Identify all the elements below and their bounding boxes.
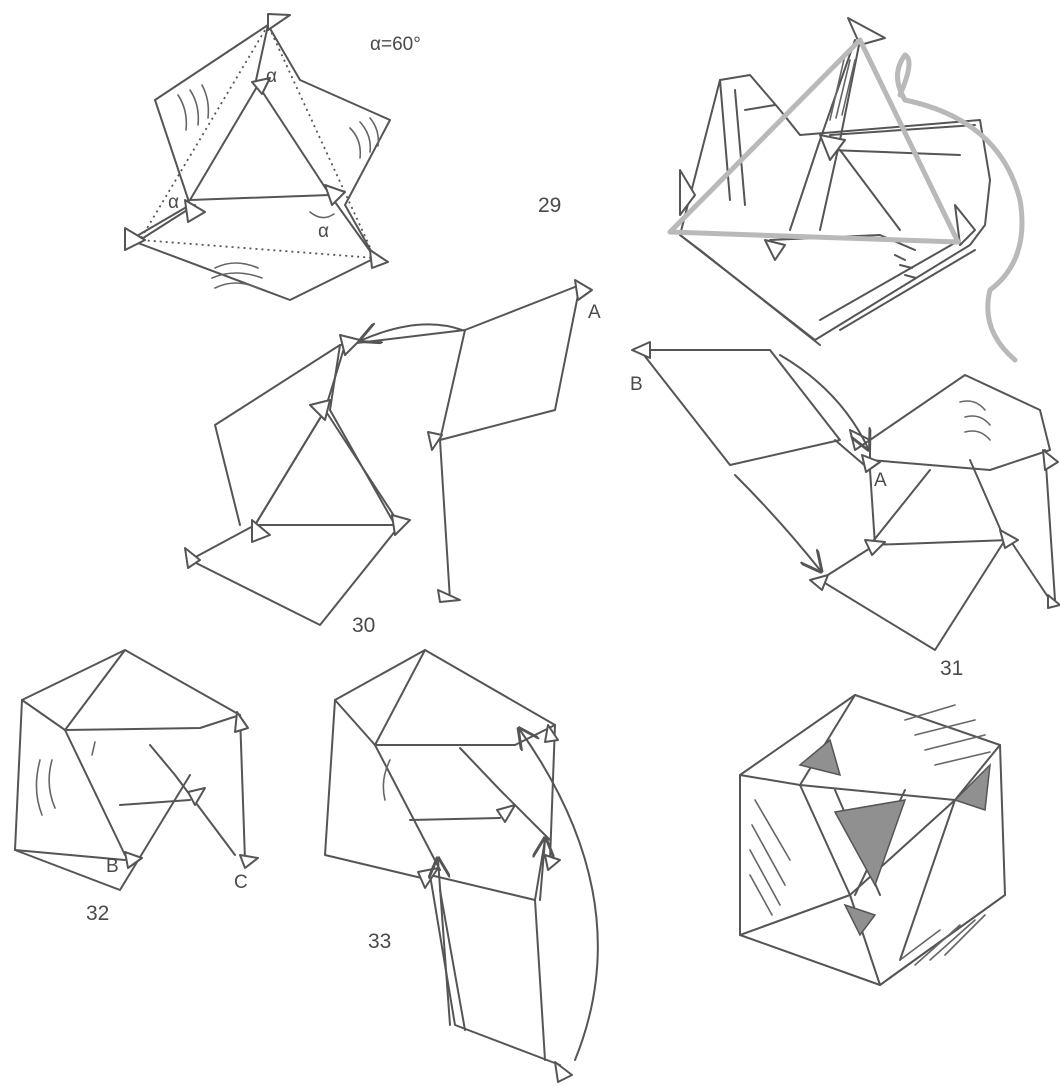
step-number-29: 29	[538, 194, 561, 217]
step-30-figure	[185, 280, 592, 625]
step-31-figure	[632, 342, 1060, 650]
label-b-step-31: B	[630, 374, 643, 395]
angle-alpha-left: α	[168, 192, 179, 213]
angle-note: α=60°	[370, 34, 421, 55]
label-c-step-32: C	[234, 872, 248, 893]
angle-alpha-top: α	[266, 66, 277, 87]
finished-cube-figure	[740, 695, 1005, 985]
label-b-step-32: B	[106, 856, 119, 877]
label-a-step-30: A	[588, 302, 601, 323]
step-29-right-figure	[670, 18, 1022, 360]
step-number-31: 31	[940, 657, 963, 680]
step-number-33: 33	[368, 930, 391, 953]
step-33-figure	[325, 650, 598, 1082]
step-number-32: 32	[86, 902, 109, 925]
angle-alpha-right: α	[318, 221, 329, 242]
step-number-30: 30	[352, 614, 375, 637]
step-32-figure	[15, 650, 258, 890]
label-a-step-31: A	[874, 470, 887, 491]
step-29-left-figure: α α α α=60°	[125, 14, 421, 300]
